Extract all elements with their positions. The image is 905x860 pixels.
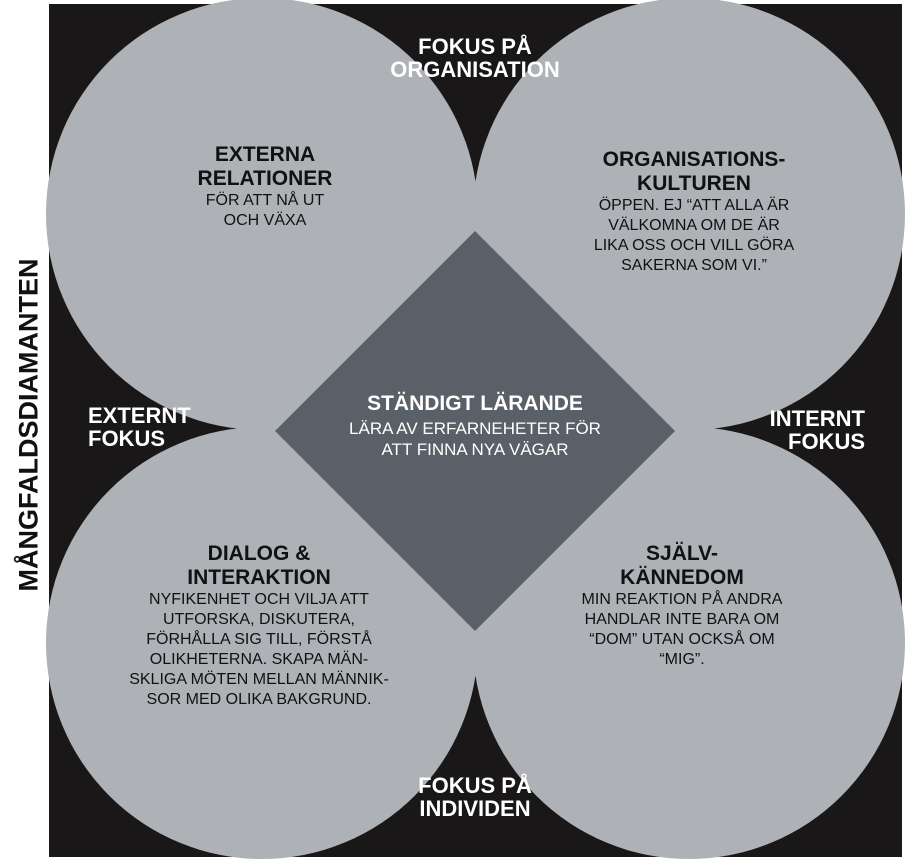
side-label: MÅNGFALDSDIAMANTEN	[13, 258, 44, 592]
center-label: STÄNDIGT LÄRANDE LÄRA AV ERFARNEHETER FÖ…	[349, 392, 601, 460]
quadrant-description: FÖR ATT NÅ UT OCH VÄXA	[205, 192, 325, 229]
circle-bottom-right	[473, 427, 905, 859]
quadrant-top-left: EXTERNA RELATIONER FÖR ATT NÅ UT OCH VÄX…	[198, 143, 333, 231]
center-diamond	[275, 231, 675, 631]
quadrant-description: NYFIKENHET OCH VILJA ATT UTFORSKA, DISKU…	[129, 591, 389, 708]
axis-right-label: INTERNT FOKUS	[769, 406, 865, 454]
quadrant-bottom-right: SJÄLV- KÄNNEDOM MIN REAKTION PÅ ANDRA HA…	[582, 542, 783, 670]
circle-bottom-left	[46, 427, 478, 859]
quadrant-title: ORGANISATIONS- KULTUREN	[602, 148, 786, 195]
quadrant-description: MIN REAKTION PÅ ANDRA HANDLAR INTE BARA …	[581, 591, 783, 668]
quadrant-title: EXTERNA RELATIONER	[197, 143, 333, 190]
quadrant-description: ÖPPEN. EJ “ATT ALLA ÄR VÄLKOMNA OM DE ÄR…	[593, 197, 795, 274]
circle-top-right	[473, 0, 905, 430]
quadrant-title: DIALOG & INTERAKTION	[187, 542, 331, 589]
axis-left-label: EXTERNT FOKUS	[88, 403, 191, 451]
center-description: LÄRA AV ERFARNEHETER FÖR ATT FINNA NYA V…	[349, 419, 601, 459]
quadrant-title: SJÄLV- KÄNNEDOM	[620, 542, 744, 589]
quadrant-top-right: ORGANISATIONS- KULTUREN ÖPPEN. EJ “ATT A…	[594, 148, 794, 276]
axis-bottom-label: FOKUS PÅ INDIVIDEN	[418, 773, 532, 821]
quadrant-bottom-left: DIALOG & INTERAKTION NYFIKENHET OCH VILJ…	[129, 542, 389, 710]
circle-top-left	[46, 0, 478, 430]
axis-top-label: FOKUS PÅ ORGANISATION	[390, 34, 560, 82]
center-title: STÄNDIGT LÄRANDE	[367, 392, 583, 415]
